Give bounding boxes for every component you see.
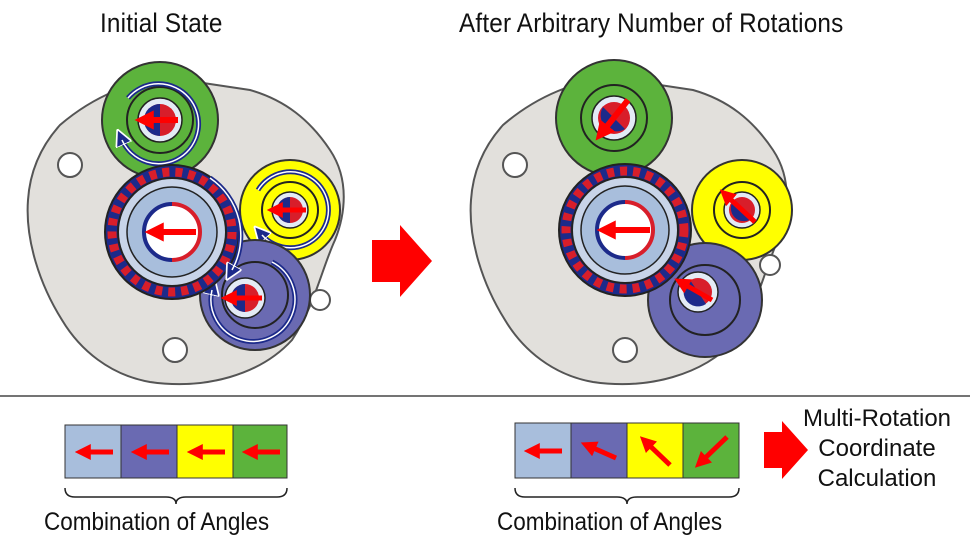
central-gear [558, 163, 692, 297]
initial-state-title: Initial State [100, 8, 223, 38]
angle-arrow [719, 189, 757, 224]
angle-arrow [595, 98, 631, 141]
mount-hole [309, 289, 331, 311]
side-label-line1: Multi-Rotation [802, 405, 952, 432]
side-label-line3: Calculation [817, 465, 937, 492]
mount-hole [502, 152, 528, 178]
mount-hole [57, 152, 83, 178]
brace [64, 487, 288, 505]
after-rotations-title: After Arbitrary Number of Rotations [459, 8, 844, 38]
combination-caption-left: Combination of Angles [44, 508, 270, 536]
multi-rotation-label: Multi-Rotation Coordinate Calculation [782, 404, 970, 494]
transition-arrow [372, 225, 432, 297]
calculation-arrow [764, 421, 808, 479]
green-gear [101, 61, 219, 179]
angle-combination-after [514, 422, 740, 505]
mount-hole [162, 337, 188, 363]
mount-hole [612, 337, 638, 363]
initial-state-mechanism [26, 61, 345, 386]
rotated-state-mechanism [469, 59, 793, 386]
angle-arrow [694, 435, 729, 468]
central-gear [104, 164, 244, 300]
yellow-gear [691, 159, 793, 261]
angle-arrow [639, 436, 672, 467]
brace [514, 487, 740, 505]
angle-arrow [674, 278, 714, 303]
green-gear [555, 59, 673, 177]
combination-caption-right: Combination of Angles [497, 508, 723, 536]
yellow-gear [239, 159, 341, 261]
side-label-line2: Coordinate [818, 435, 936, 462]
mount-hole [759, 254, 781, 276]
angle-combination-initial [64, 424, 288, 505]
angle-arrow [580, 441, 618, 461]
